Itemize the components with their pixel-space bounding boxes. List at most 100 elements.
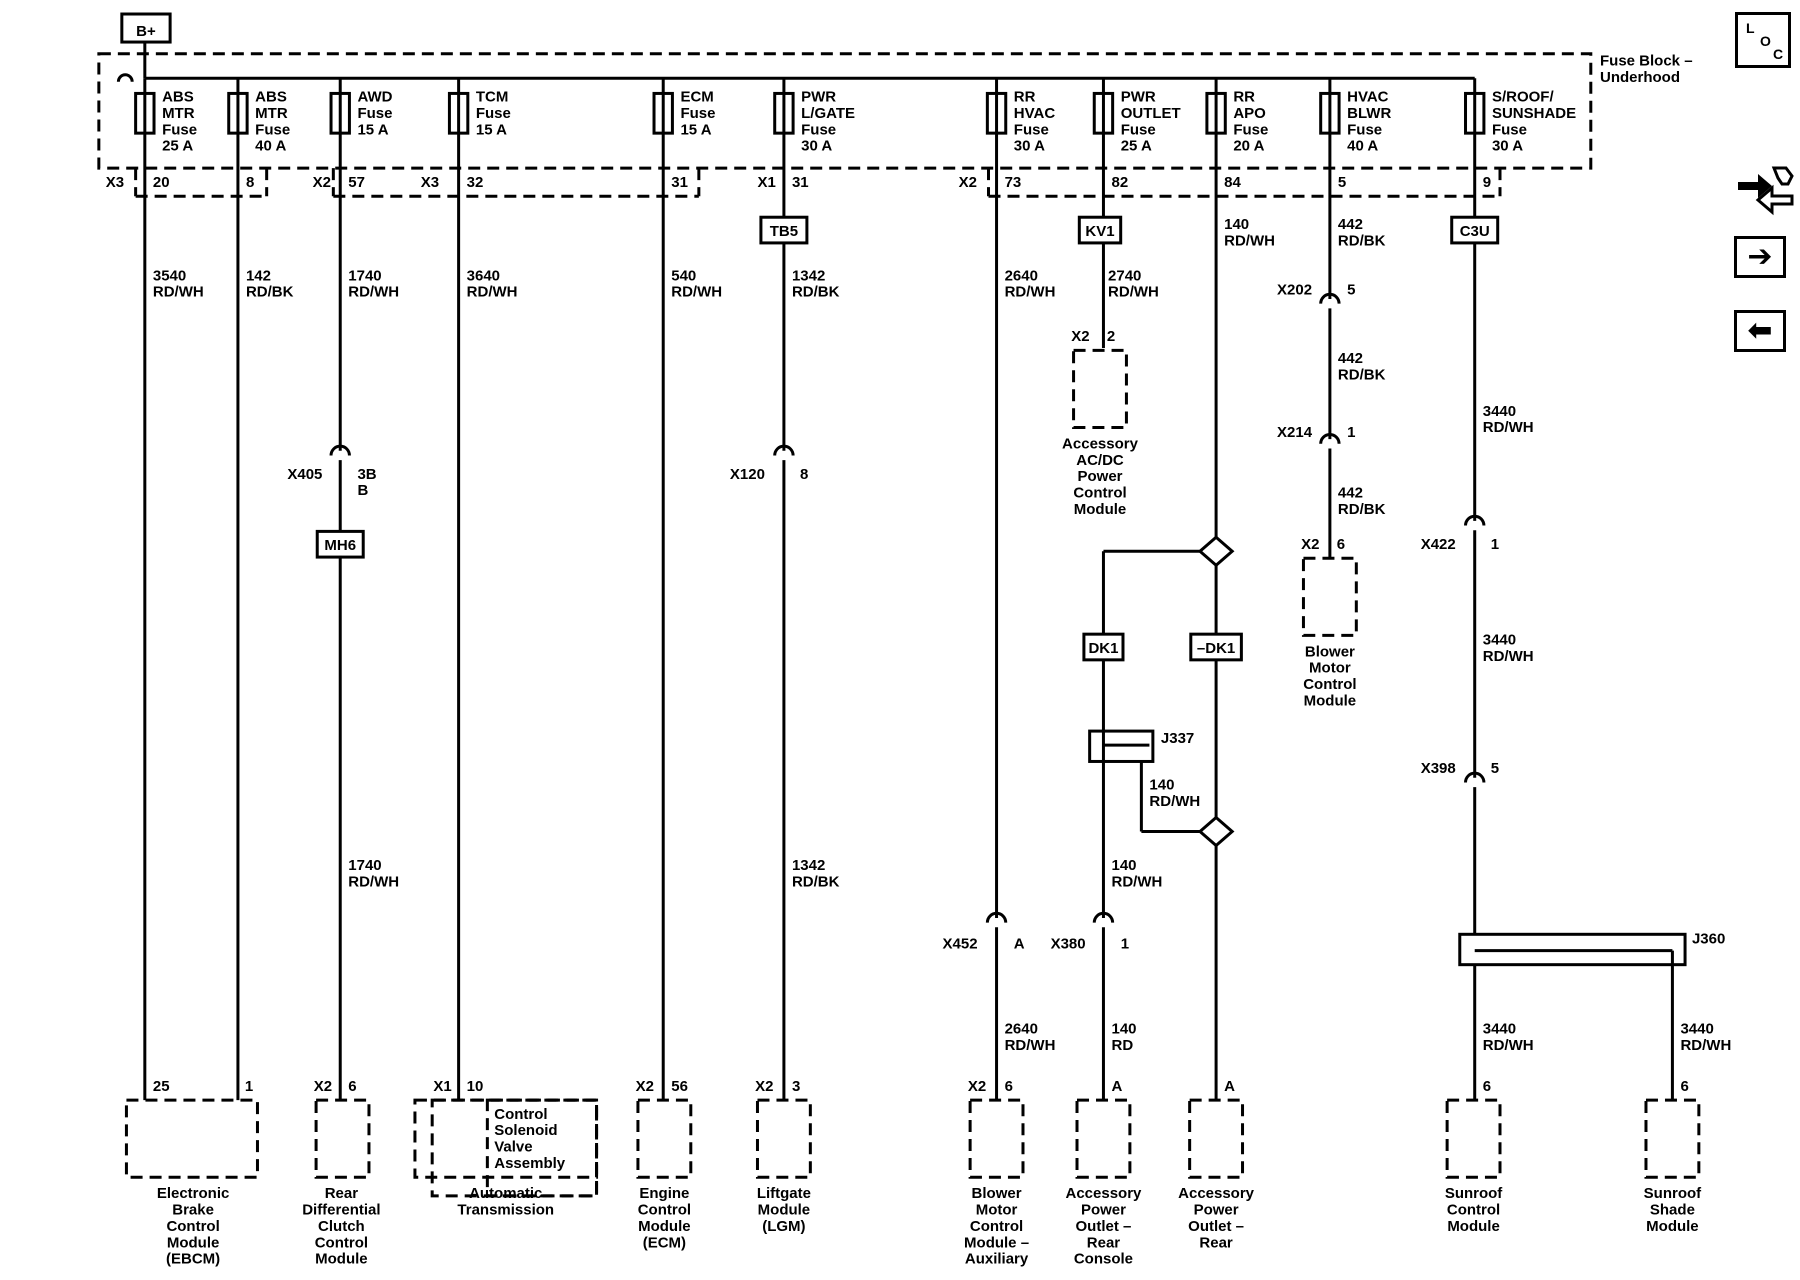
module-5-pin: 6 (1005, 1078, 1013, 1095)
fuse-block-label: Fuse Block – (1600, 52, 1693, 69)
fuse-10-label: 30 A (1492, 138, 1523, 155)
loc-letter-l: L (1746, 20, 1755, 36)
neg-dk1-tag-label: –DK1 (1197, 640, 1235, 657)
blower-conn: X2 (1301, 536, 1319, 553)
tb5-tag-label: TB5 (770, 223, 798, 240)
module-8-name: Module (1447, 1218, 1500, 1235)
j360-joint (1458, 932, 1687, 967)
module-7-name: Outlet – (1188, 1218, 1244, 1235)
wire-label: RD/WH (1224, 232, 1275, 249)
fuse-2-pin: 57 (348, 174, 365, 191)
wire-label: RD/WH (1483, 1037, 1534, 1054)
next-page-button[interactable]: ➔ (1734, 236, 1786, 278)
module-4-box (755, 1098, 812, 1179)
j337-joint (1088, 729, 1155, 763)
wire-label: RD/WH (1680, 1037, 1731, 1054)
fuse-8-pin: 84 (1224, 174, 1241, 191)
fuse-8-label: APO (1233, 105, 1266, 122)
module-4-name: (LGM) (762, 1218, 805, 1235)
module-3-name: Engine (639, 1185, 689, 1202)
j360-label: J360 (1692, 931, 1725, 948)
fuse-10-label: S/ROOF/ (1492, 89, 1555, 106)
fuse-1-label: ABS (255, 89, 287, 106)
mh6-tag (315, 529, 365, 559)
x422-label: X422 (1421, 536, 1456, 553)
module-0-name: Brake (172, 1202, 214, 1219)
location-view-button[interactable]: L O C (1735, 12, 1791, 68)
module-1-conn: X2 (314, 1078, 332, 1095)
fuse-4-label: Fuse (680, 105, 715, 122)
loc-letter-o: O (1760, 33, 1771, 49)
wrench-arrows-icon[interactable] (1734, 162, 1796, 224)
fuse-3-label: TCM (476, 89, 509, 106)
fuse-block-label: Underhood (1600, 69, 1680, 86)
fuse-2-label: AWD (357, 89, 392, 106)
splice-diamond-upper (1197, 535, 1235, 568)
module-4-conn: X2 (755, 1078, 773, 1095)
wire-label: RD/BK (1338, 501, 1386, 518)
x452-connector (985, 911, 1008, 923)
x120-pin: 8 (800, 466, 808, 483)
fuse-10-label: SUNSHADE (1492, 105, 1576, 122)
fuse-5-label: 30 A (801, 138, 832, 155)
module-3-conn: X2 (636, 1078, 654, 1095)
solenoid-name: Assembly (494, 1155, 566, 1172)
module-6-name: Console (1074, 1251, 1133, 1268)
fuse-7-pin: 82 (1111, 174, 1128, 191)
blower-module-name: Motor (1309, 660, 1351, 677)
module-0-pin: 25 (153, 1078, 170, 1095)
wire-label: 140 (1224, 216, 1249, 233)
x422-pin: 1 (1491, 536, 1499, 553)
wire-layer (97, 12, 1701, 1198)
module-1-name: Clutch (318, 1218, 365, 1235)
module-4-name: Module (758, 1202, 811, 1219)
fuse-5-label: L/GATE (801, 105, 855, 122)
module-0-name: (EBCM) (166, 1251, 220, 1268)
fuse-3-label: 15 A (476, 121, 507, 138)
fuse-0-label: 25 A (162, 138, 193, 155)
fuse-0-label: ABS (162, 89, 194, 106)
previous-page-button[interactable]: ⬅ (1734, 310, 1786, 352)
x405-connector (329, 444, 351, 456)
module-1-name: Rear (325, 1185, 359, 1202)
x452-pin: A (1014, 935, 1025, 952)
wire-label: RD/BK (246, 284, 294, 301)
module-5-conn: X2 (968, 1078, 986, 1095)
battery-label: B+ (136, 23, 156, 40)
acdc-module-name: Power (1077, 468, 1122, 485)
module-7-name: Power (1194, 1202, 1239, 1219)
wire-label: RD/WH (153, 284, 204, 301)
wire-label: 3440 (1680, 1021, 1713, 1038)
fuse-block-connector-x2: X2 (313, 174, 331, 191)
module-9-name: Module (1646, 1218, 1699, 1235)
fuse-block-connector-x3: X3 (421, 174, 439, 191)
wire-label: RD/BK (1338, 367, 1386, 384)
arrow-left-icon: ⬅ (1747, 313, 1773, 348)
module-8-box (1445, 1098, 1502, 1179)
fuse-1-label: Fuse (255, 121, 290, 138)
x398-pin: 5 (1491, 760, 1499, 777)
module-5-name: Blower (972, 1185, 1022, 1202)
fuse-10-pin: 9 (1483, 174, 1491, 191)
module-0-name: Module (167, 1234, 220, 1251)
module-5-name: Auxiliary (965, 1251, 1029, 1268)
fuse-3-label: Fuse (476, 105, 511, 122)
x422-connector (1464, 514, 1486, 526)
module-9-name: Shade (1650, 1202, 1695, 1219)
wire-label: RD/WH (1149, 793, 1200, 810)
fuse-7-label: Fuse (1121, 121, 1156, 138)
module-1-pin: 6 (348, 1078, 356, 1095)
module-5-name: Module – (964, 1234, 1029, 1251)
control-solenoid-box (485, 1098, 599, 1198)
kv1-tag-label: KV1 (1085, 223, 1114, 240)
x202-pin: 5 (1347, 281, 1355, 298)
wire-label: 540 (671, 267, 696, 284)
x120-connector (773, 444, 795, 456)
x405-pin: B (357, 482, 368, 499)
wire-label: 1740 (348, 267, 381, 284)
fuse-9-label: BLWR (1347, 105, 1391, 122)
wire-label: 442 (1338, 485, 1363, 502)
wire-label: RD/WH (671, 284, 722, 301)
module-5-name: Control (970, 1218, 1023, 1235)
module-5-box (968, 1098, 1025, 1179)
